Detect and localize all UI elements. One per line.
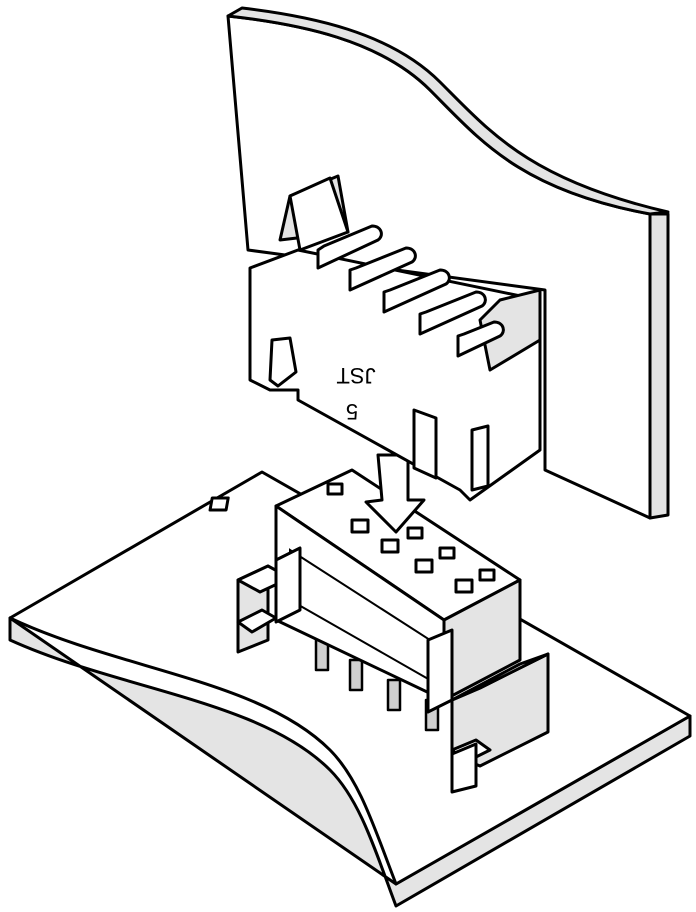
plug-connector: JST 5 (248, 174, 542, 502)
header-receptacle (208, 468, 550, 794)
pin-count-marking: 5 (346, 399, 358, 424)
upper-pcb (226, 6, 670, 520)
brand-marking: JST (336, 363, 375, 388)
right-slot (470, 424, 490, 492)
center-slot (412, 408, 438, 480)
contact-pins (316, 224, 505, 358)
left-latch (268, 336, 298, 388)
socket-holes (208, 482, 496, 594)
